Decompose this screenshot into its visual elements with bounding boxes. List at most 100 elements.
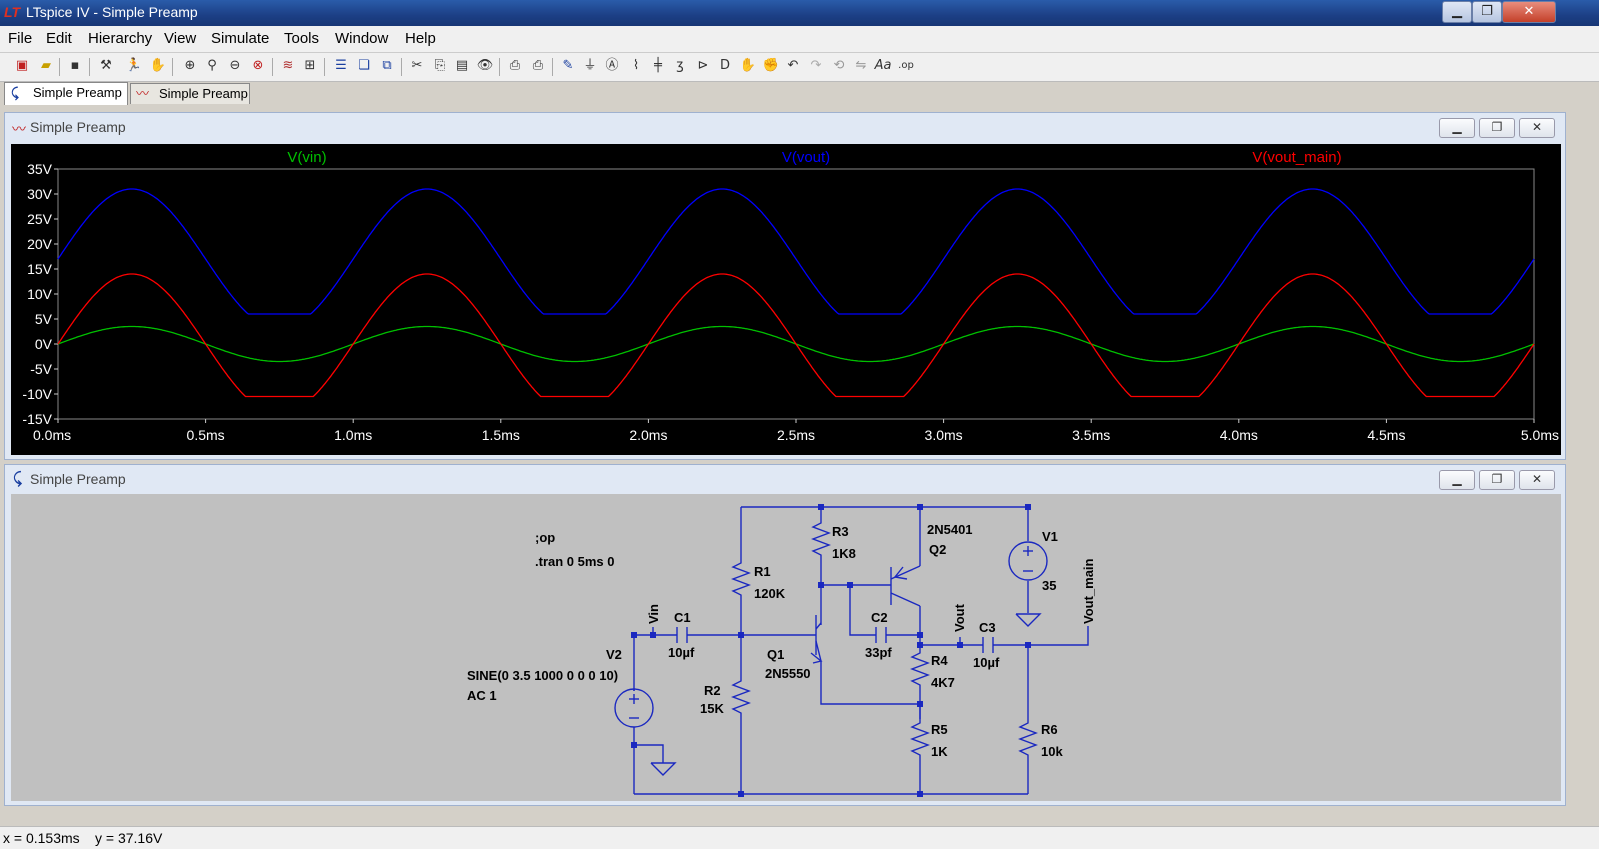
restore-pane-button[interactable]: ❐ xyxy=(1479,470,1515,490)
drag-icon[interactable]: ✊ xyxy=(762,58,780,73)
component-ref: V1 xyxy=(1042,529,1058,544)
net-label-vin[interactable]: Vin xyxy=(646,604,661,624)
menu-file[interactable]: File xyxy=(8,30,33,47)
tab-waveform[interactable]: 〰 Simple Preamp xyxy=(130,83,250,104)
menu-view[interactable]: View xyxy=(164,30,197,47)
restore-pane-button[interactable]: ❐ xyxy=(1479,118,1515,138)
tile-icon[interactable]: ☰ xyxy=(335,58,347,73)
menu-simulate[interactable]: Simulate xyxy=(211,30,270,47)
rotate-icon[interactable]: ⟲ xyxy=(833,58,845,73)
transistor-Q1[interactable] xyxy=(810,615,823,664)
legend-entry[interactable]: V(vout) xyxy=(782,149,830,166)
ground-icon[interactable]: ⏚ xyxy=(583,58,597,73)
close-pane-button[interactable]: ✕ xyxy=(1519,470,1555,490)
junctions xyxy=(631,504,1031,797)
zoom-out-icon[interactable]: ⊖ xyxy=(229,58,241,73)
zoom-fit-icon[interactable]: ⊗ xyxy=(252,58,264,73)
x-tick-label: 4.0ms xyxy=(1220,427,1258,443)
plot-background xyxy=(11,144,1561,455)
window-title: LTspice IV - Simple Preamp xyxy=(26,4,198,20)
move-icon[interactable]: ✋ xyxy=(739,58,757,73)
trace-vvout[interactable] xyxy=(57,188,1535,315)
tab-schematic[interactable]: ⤹ Simple Preamp xyxy=(4,82,128,105)
menu-tools[interactable]: Tools xyxy=(284,30,320,47)
control-panel-icon[interactable]: ⚒ xyxy=(100,58,112,73)
menu-hierarchy[interactable]: Hierarchy xyxy=(88,30,153,47)
toolbar-separator xyxy=(172,58,173,76)
y-tick-label: -10V xyxy=(22,386,52,402)
zoom-in-icon[interactable]: ⊕ xyxy=(184,58,196,73)
cut-icon[interactable]: ✂ xyxy=(411,58,423,73)
menu-help[interactable]: Help xyxy=(405,30,436,47)
inductor-icon[interactable]: ʒ xyxy=(676,58,684,73)
find-icon[interactable]: 👁 xyxy=(476,58,494,73)
print-icon[interactable]: ⎙ xyxy=(509,58,521,73)
y-tick-label: 35V xyxy=(27,161,53,177)
resistor-R6[interactable] xyxy=(1018,719,1038,761)
waveform-window-title: Simple Preamp xyxy=(30,119,126,135)
component-value: 10k xyxy=(1041,744,1063,759)
minimize-pane-button[interactable]: ▁ xyxy=(1439,118,1475,138)
schematic-icon: ⤹ xyxy=(11,85,19,100)
redo-icon[interactable]: ↷ xyxy=(810,58,822,73)
voltage-source-V1[interactable] xyxy=(1008,541,1048,581)
capacitor-C1[interactable] xyxy=(676,627,688,643)
toolbar: ▣ ▰ ▪ ⚒ 🏃 ✋ ⊕ ⚲ ⊖ ⊗ ≋ ⊞ ☰ ❏ ⧉ ✂ ⎘ ▤ 👁 ⎙ … xyxy=(0,53,1599,82)
toolbar-separator xyxy=(59,58,60,76)
wire-icon[interactable]: ✎ xyxy=(562,58,574,73)
net-label-vout-main[interactable]: Vout_main xyxy=(1081,558,1096,624)
new-schematic-icon[interactable]: ▣ xyxy=(15,58,29,73)
label-icon[interactable]: Ⓐ xyxy=(605,58,619,73)
x-tick-label: 3.5ms xyxy=(1072,427,1110,443)
resistor-R4[interactable] xyxy=(910,649,930,693)
mirror-icon[interactable]: ⇋ xyxy=(855,58,867,73)
spice-directive[interactable]: .tran 0 5ms 0 xyxy=(535,554,615,569)
diode-icon[interactable]: ⊳ xyxy=(697,58,709,73)
text-icon[interactable]: Aa xyxy=(874,58,892,73)
open-icon[interactable]: ▰ xyxy=(41,58,51,73)
resistor-icon[interactable]: ⌇ xyxy=(632,58,640,73)
cascade-icon[interactable]: ❏ xyxy=(358,58,370,73)
print-setup-icon[interactable]: ⎙ xyxy=(532,58,544,73)
undo-icon[interactable]: ↶ xyxy=(787,58,799,73)
spice-directive-icon[interactable]: .op xyxy=(898,60,914,71)
maximize-window-button[interactable]: ❐ xyxy=(1472,1,1502,23)
minimize-window-button[interactable]: ▁ xyxy=(1442,1,1472,23)
close-window-button[interactable]: ✕ xyxy=(1502,1,1556,23)
component-icon[interactable]: D xyxy=(719,58,730,73)
resistor-R5[interactable] xyxy=(910,719,930,761)
trace-vvout_main[interactable] xyxy=(57,273,1535,398)
resistor-R2[interactable] xyxy=(731,677,751,719)
component-value: 2N5401 xyxy=(927,522,973,537)
halt-icon[interactable]: ✋ xyxy=(149,58,167,73)
component-ref: R6 xyxy=(1041,722,1058,737)
paste-icon[interactable]: ▤ xyxy=(455,58,469,73)
component-value: SINE(0 3.5 1000 0 0 0 10) xyxy=(467,668,618,683)
transistor-Q2[interactable] xyxy=(890,565,921,607)
minimize-pane-button[interactable]: ▁ xyxy=(1439,470,1475,490)
net-label-vout[interactable]: Vout xyxy=(952,603,967,632)
capacitor-C3[interactable] xyxy=(982,637,994,653)
run-icon[interactable]: 🏃 xyxy=(125,58,143,73)
capacitor-icon[interactable]: ╪ xyxy=(654,58,662,73)
toolbar-separator xyxy=(272,58,273,76)
schematic-canvas[interactable]: ;op .tran 0 5ms 0 V2 SINE(0 3.5 1000 0 0… xyxy=(11,494,1561,801)
spice-directive[interactable]: ;op xyxy=(535,530,555,545)
save-icon[interactable]: ▪ xyxy=(70,58,80,73)
pan-icon[interactable]: ⚲ xyxy=(207,58,217,73)
resistor-R1[interactable] xyxy=(731,559,751,599)
legend-entry[interactable]: V(vin) xyxy=(287,149,326,166)
probe-icon[interactable]: ⊞ xyxy=(304,58,316,73)
legend-entry[interactable]: V(vout_main) xyxy=(1252,149,1341,166)
menu-window[interactable]: Window xyxy=(335,30,389,47)
resistor-R3[interactable] xyxy=(811,519,831,563)
menu-edit[interactable]: Edit xyxy=(46,30,72,47)
capacitor-C2[interactable] xyxy=(875,627,887,643)
status-bar: x = 0.153ms y = 37.16V xyxy=(0,826,1599,849)
copy-icon[interactable]: ⎘ xyxy=(434,58,446,73)
close-all-icon[interactable]: ⧉ xyxy=(382,58,392,73)
close-pane-button[interactable]: ✕ xyxy=(1519,118,1555,138)
autorange-icon[interactable]: ≋ xyxy=(282,58,294,73)
y-tick-label: -5V xyxy=(30,361,52,377)
